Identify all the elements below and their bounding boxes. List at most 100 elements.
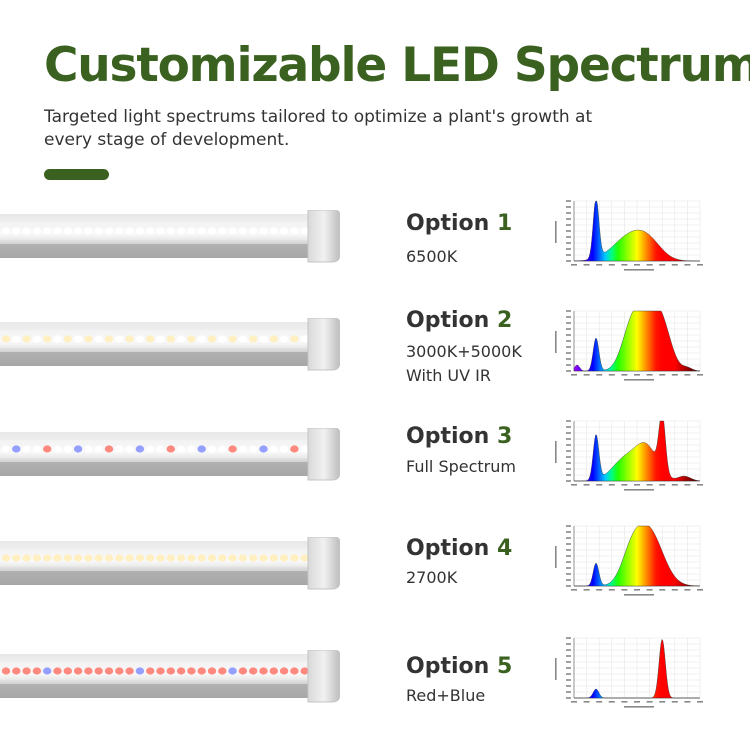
led-chip [125, 335, 134, 343]
led-chip [197, 445, 206, 453]
led-chip [73, 667, 83, 675]
led-tube-5 [0, 650, 340, 704]
led-chip [73, 554, 83, 562]
option-label-5: Option 5 [406, 654, 513, 679]
option-number: 4 [496, 536, 513, 561]
led-chip [207, 335, 217, 343]
led-chip [135, 445, 145, 453]
led-chip [104, 554, 114, 562]
led-chip [259, 667, 268, 675]
led-chip [1, 667, 11, 675]
led-chip [1, 445, 11, 453]
led-chip [197, 335, 206, 343]
led-chip [238, 335, 248, 343]
led-chip [187, 554, 196, 562]
spectrum-chart [555, 525, 703, 596]
led-chip [115, 227, 124, 235]
led-chip [176, 335, 186, 343]
led-chip [84, 445, 93, 453]
led-chip [12, 554, 21, 562]
led-chip [300, 445, 309, 453]
led-chip [135, 667, 145, 675]
led-chip [207, 667, 217, 675]
led-chip [22, 335, 31, 343]
led-chip [115, 335, 124, 343]
option-desc-3: Full Spectrum [406, 457, 516, 476]
led-chip [197, 227, 206, 235]
spectrum-curve [573, 200, 701, 262]
led-chip [1, 227, 11, 235]
led-chip [53, 335, 62, 343]
led-chip [218, 335, 227, 343]
led-chip [12, 445, 21, 453]
led-chip [146, 445, 155, 453]
led-chip [53, 554, 62, 562]
led-chip [218, 227, 227, 235]
option-label-3: Option 3 [406, 424, 513, 449]
led-chip [63, 445, 72, 453]
led-chip [125, 445, 134, 453]
led-chip [290, 227, 299, 235]
led-chip [94, 335, 103, 343]
led-chip [43, 227, 52, 235]
option-desc-1: 6500K [406, 247, 458, 266]
led-chip [300, 227, 309, 235]
spectrum-curve [573, 420, 701, 482]
led-chip [156, 335, 165, 343]
option-label-2: Option 2 [406, 308, 513, 333]
led-chip [115, 554, 124, 562]
led-chip [176, 667, 186, 675]
led-chip [300, 554, 309, 562]
option-desc-2: 3000K+5000K With UV IR [406, 342, 522, 385]
led-chip [249, 554, 258, 562]
led-chip [53, 667, 62, 675]
led-chip [32, 227, 42, 235]
led-chip [187, 335, 196, 343]
led-chip [290, 667, 299, 675]
spectrum-curve [574, 525, 701, 587]
led-chip [238, 227, 248, 235]
led-chip [269, 667, 278, 675]
led-chip [249, 445, 258, 453]
led-chip [218, 554, 227, 562]
led-chip [135, 554, 145, 562]
option-label-1: Option 1 [406, 211, 513, 236]
led-chip [259, 554, 268, 562]
led-chip [32, 554, 42, 562]
led-chip [249, 667, 258, 675]
led-chip [228, 227, 237, 235]
led-chip [84, 554, 93, 562]
led-chip [300, 667, 309, 675]
led-chip [146, 227, 155, 235]
led-tube-2 [0, 318, 340, 372]
led-chip [104, 667, 114, 675]
led-chip [84, 667, 93, 675]
led-chip [197, 554, 206, 562]
led-chip [73, 227, 83, 235]
option-row-4: Option 4 2700K [0, 520, 750, 630]
led-chip [166, 227, 175, 235]
led-chip [228, 335, 237, 343]
led-tube-1 [0, 210, 340, 264]
led-chip [125, 554, 134, 562]
led-chip [279, 335, 289, 343]
option-row-1: Option 1 6500K [0, 195, 750, 305]
led-chip [259, 335, 268, 343]
led-chip [249, 335, 258, 343]
led-chip [279, 445, 289, 453]
spectrum-chart [555, 637, 703, 708]
led-chip [73, 445, 83, 453]
led-chip [207, 554, 217, 562]
led-chip [146, 554, 155, 562]
led-chip [228, 445, 237, 453]
led-chip [104, 445, 114, 453]
led-tube-4 [0, 537, 340, 591]
led-chip [187, 227, 196, 235]
led-chip [1, 335, 11, 343]
spectrum-curve [574, 639, 700, 699]
led-chip [156, 554, 165, 562]
led-chip [290, 335, 299, 343]
led-chip [156, 445, 165, 453]
led-chip [12, 667, 21, 675]
led-tube-3 [0, 428, 340, 482]
